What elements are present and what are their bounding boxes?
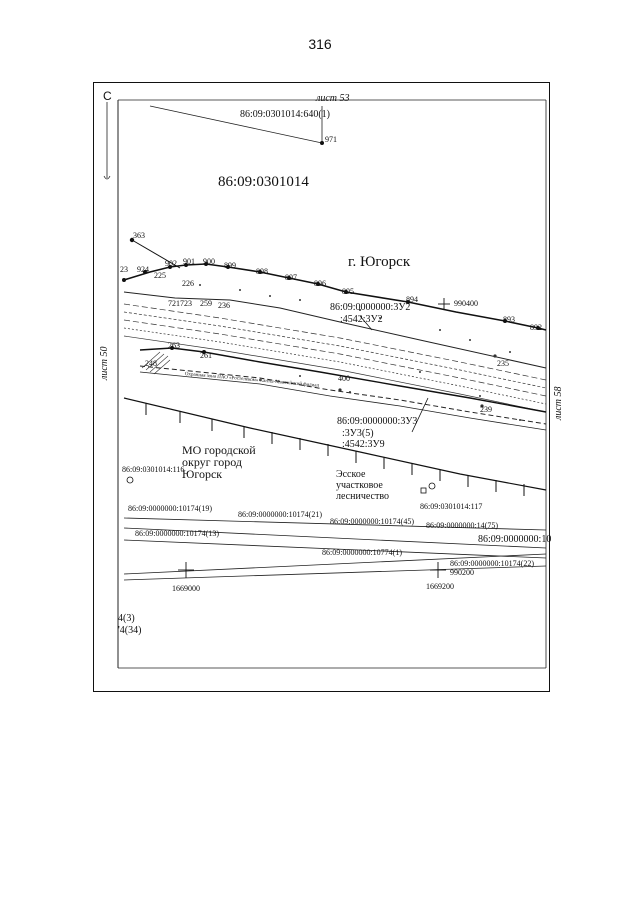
municipality-border (123, 397, 547, 491)
point-label: 723 (180, 299, 192, 308)
point-label: 226 (182, 279, 194, 288)
edge-label-2: '4(34) (118, 625, 142, 636)
border-ticks (145, 403, 525, 496)
boundary-points-upper (122, 262, 540, 330)
point-label: 901 (183, 257, 195, 266)
sheet-right-label: лист 58 (553, 386, 564, 420)
point-label: 23 (120, 265, 128, 274)
protection-zone-line-2 (139, 371, 547, 431)
point-label: 236 (218, 301, 230, 310)
point-label: 892 (530, 323, 542, 332)
road-parcel-label-2: :4542:3У2 (340, 314, 383, 325)
mid-parcel-label-3: :4542:3У9 (342, 439, 385, 450)
parcel-label-21: 86:09:0000000:10174(21) (238, 510, 322, 519)
parcel-label-75: 86:09:0000000:14(75) (426, 521, 498, 530)
boundary-points-lower (170, 346, 206, 354)
point-label: 924 (137, 265, 149, 274)
forestry-line-1: Эсское (336, 469, 366, 480)
road-band (123, 303, 547, 413)
point-label: 971 (325, 135, 337, 144)
protection-zone-line (139, 365, 547, 425)
coord-label: 1669200 (426, 582, 454, 591)
coord-label: 990400 (454, 299, 478, 308)
forestry-line-3: лесничество (336, 491, 389, 502)
point-label: 225 (154, 271, 166, 280)
road-upper-boundary (123, 263, 547, 331)
point-label: 235 (497, 359, 509, 368)
coord-label: 990200 (450, 568, 474, 577)
municipality-parcel-label: 86:09:0301014:116 (122, 465, 185, 474)
mid-parcel-label-1: 86:09:0000000:3У3 (337, 416, 418, 427)
north-letter: С (103, 89, 112, 103)
sheet-top-label: лист 53 (316, 93, 350, 104)
boundary-line-363 (131, 239, 181, 269)
hatched-block (141, 351, 171, 375)
point-label: 263 (168, 341, 180, 350)
sheet-left-label: лист 50 (99, 346, 110, 380)
quarter-label: 86:09:0301014 (218, 174, 309, 190)
road-line-2 (123, 291, 547, 369)
point-971 (320, 141, 324, 145)
marker-circle (126, 476, 134, 484)
edge-label-1: 4(3) (118, 613, 135, 624)
municipality-line-1: МО городской (182, 443, 256, 457)
point-label: 902 (165, 259, 177, 268)
road-lower-boundary (139, 347, 547, 413)
parcel-label-13: 86:09:0000000:10174(13) (135, 529, 219, 538)
north-arrow-icon (103, 102, 111, 180)
parcel-label-1: 86:09:0000000:10774(1) (322, 548, 402, 557)
lower-parcel-lines (123, 517, 547, 581)
point-label: 400 (338, 374, 350, 383)
point-label: 259 (200, 299, 212, 308)
point-label: 895 (342, 287, 354, 296)
parcel-label-117: 86:09:0301014:117 (420, 502, 483, 511)
road-parcel-label-1: 86:09:0000000:3У2 (330, 302, 411, 313)
point-label: 898 (256, 267, 268, 276)
point-label: 896 (314, 279, 326, 288)
point-label: 899 (224, 261, 236, 270)
point-label: 261 (200, 351, 212, 360)
point-label: 893 (503, 315, 515, 324)
point-label: 721 (168, 299, 180, 308)
parcel-label-45: 86:09:0000000:10174(45) (330, 517, 414, 526)
parcel-label-top: 86:09:0301014:640(1) (240, 109, 330, 120)
map-frame (93, 82, 550, 692)
point-label: 248 (145, 359, 157, 368)
grid-crosses (178, 298, 450, 578)
boundary-line-971 (149, 105, 323, 144)
parcel-label-right: 86:09:0000000:10 (478, 534, 552, 545)
point-label: 897 (285, 273, 297, 282)
parcel-label-19: 86:09:0000000:10174(19) (128, 504, 212, 513)
coord-label: 1669000 (172, 584, 200, 593)
municipality-line-3: Югорск (182, 467, 223, 481)
point-label: 239 (480, 405, 492, 414)
point-label: 900 (203, 257, 215, 266)
forestry-line-2: участковое (336, 480, 383, 491)
parcel-label-22: 86:09:0000000:10174(22) (450, 559, 534, 568)
terrain-dots (199, 284, 521, 421)
municipality-line-2: округ город (182, 455, 242, 469)
mid-parcel-label-2: :3У3(5) (342, 428, 374, 439)
page-number: 316 (308, 36, 332, 52)
point-label: 363 (133, 231, 145, 240)
point-label: 894 (406, 295, 418, 304)
city-label: г. Югорск (348, 254, 411, 270)
